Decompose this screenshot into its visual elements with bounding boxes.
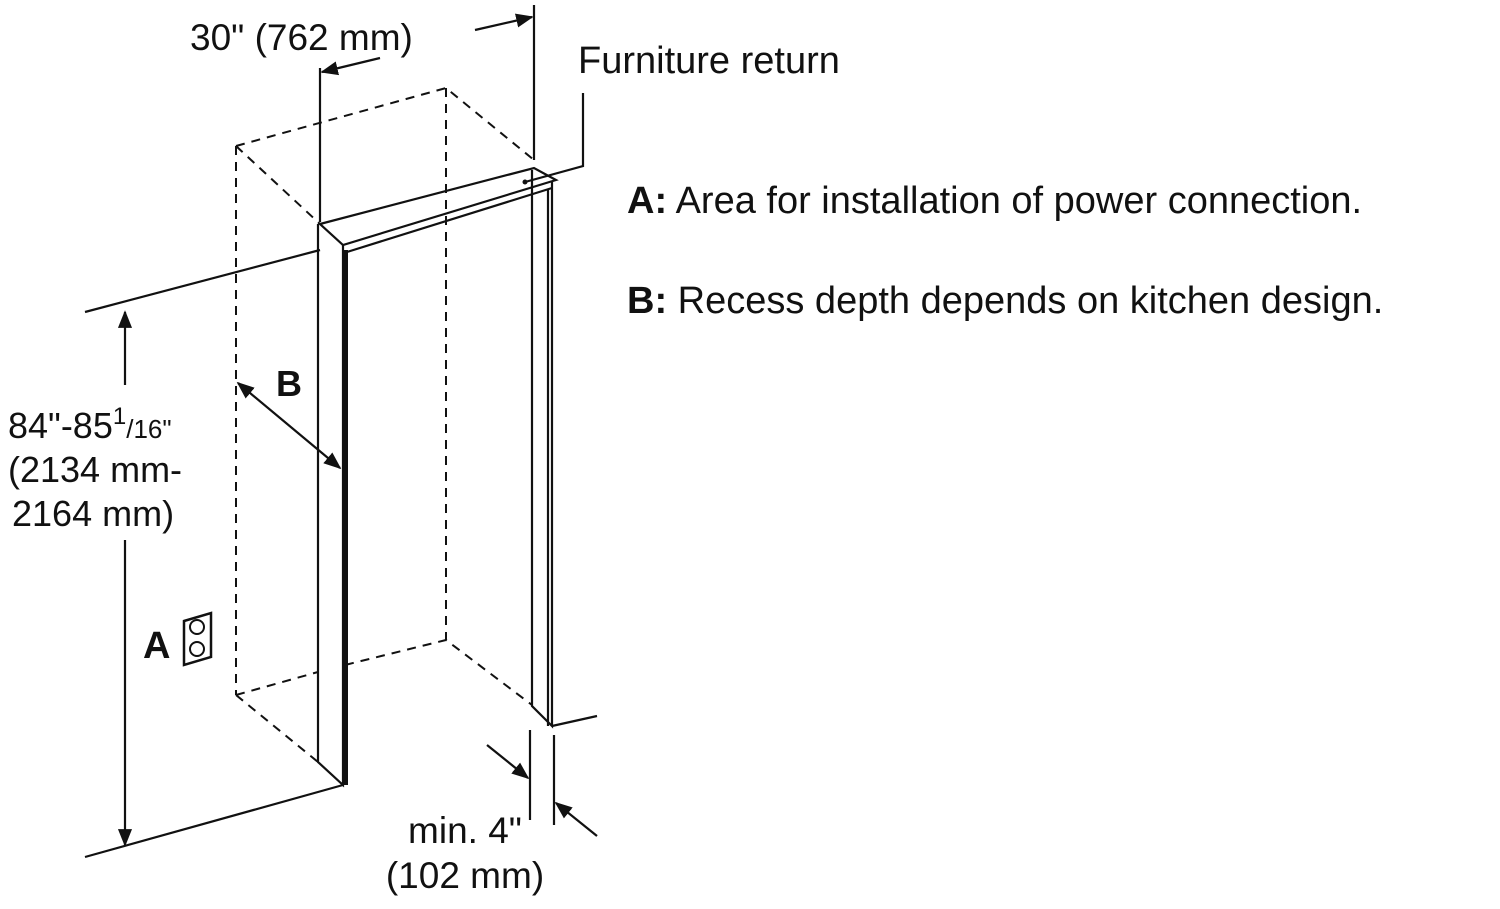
- recess-depth-arrow: [236, 381, 342, 470]
- wall-lines: [84, 248, 598, 859]
- legend-item-b: B: Recess depth depends on kitchen desig…: [627, 280, 1383, 322]
- width-dimension: [318, 5, 536, 222]
- min-depth-dimension: [486, 730, 598, 837]
- power-outlet-icon: [182, 611, 213, 667]
- height-label-line3: 2164 mm): [12, 493, 174, 534]
- width-label: 30" (762 mm): [190, 17, 413, 58]
- marker-a: A: [143, 625, 170, 667]
- min-depth-label-line1: min. 4": [408, 810, 522, 851]
- furniture-return-label: Furniture return: [578, 40, 840, 82]
- legend-item-a: A: Area for installation of power connec…: [627, 180, 1362, 222]
- height-label-line2: (2134 mm-: [8, 449, 182, 490]
- height-label-line1: 84"-851/16": [8, 403, 172, 446]
- min-depth-label-line2: (102 mm): [386, 855, 544, 896]
- marker-b: B: [276, 363, 302, 404]
- furniture-return-leader: [522, 93, 585, 185]
- recess-outline-dashed: [235, 86, 535, 763]
- furniture-frame: [316, 166, 559, 788]
